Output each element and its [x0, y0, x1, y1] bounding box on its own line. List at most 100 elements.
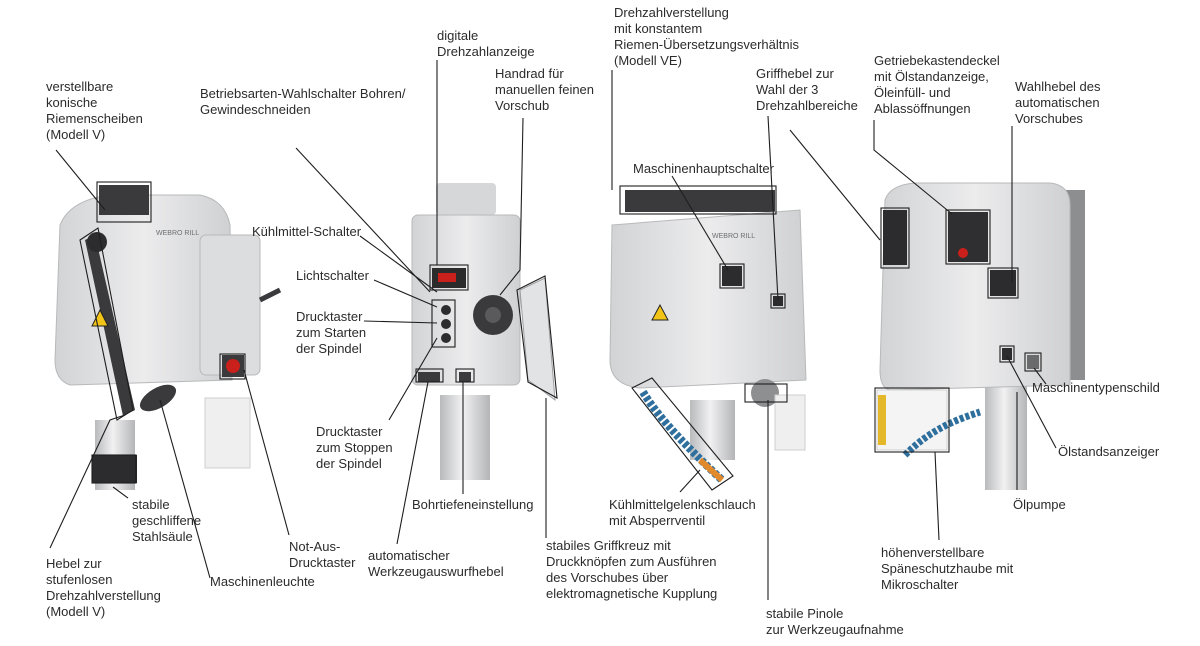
callout-box-getriebekasten — [945, 209, 991, 265]
steel-column-4 — [985, 380, 1027, 490]
label-betriebsarten: Betriebsarten-Wahlschalter Bohren/ Gewin… — [200, 86, 406, 117]
handwheel-2 — [473, 295, 513, 335]
quill-3 — [751, 379, 779, 407]
lever-pivot-1 — [87, 232, 107, 252]
head-housing-4 — [879, 182, 1071, 391]
steel-column-1 — [95, 420, 135, 490]
label-griffkreuz: stabiles Griffkreuz mit Druckknöpfen zum… — [546, 538, 718, 601]
digital-display-digits — [438, 273, 456, 282]
pulley-1 — [99, 185, 149, 215]
label-not-aus: Not-Aus- Drucktaster — [289, 539, 356, 570]
label-maschinenleuchte: Maschinenleuchte — [210, 574, 315, 589]
callout-box-bohrtiefe — [455, 368, 475, 383]
leader-start — [363, 320, 438, 324]
callout-box-hebel — [79, 227, 134, 421]
switch-small-3 — [773, 296, 783, 306]
tool-eject-lever — [418, 372, 440, 382]
callout-box-hauptschalter — [719, 263, 745, 289]
callout-box-griffkreuz — [516, 275, 558, 399]
leader-hauptschalter — [671, 175, 729, 271]
callout-box-drehzahlverstellung-ve — [619, 185, 777, 215]
column-collar-1 — [92, 455, 137, 483]
label-maschinenhauptschalter: Maschinenhauptschalter — [633, 161, 774, 176]
label-digitale-drehzahlanzeige: digitale Drehzahlanzeige — [437, 28, 535, 59]
callout-box-typenschild — [1024, 352, 1042, 372]
label-pinole: stabile Pinole zur Werkzeugaufnahme — [766, 606, 904, 637]
label-handrad: Handrad für manuellen feinen Vorschub — [495, 66, 595, 113]
coolant-hose-4 — [902, 408, 982, 458]
leader-stop — [388, 337, 438, 421]
label-lichtschalter: Lichtschalter — [296, 268, 369, 283]
machine-gearbox — [876, 182, 1085, 490]
leader-griffhebel — [767, 115, 779, 301]
feed-selector-lever — [990, 270, 1016, 296]
digital-display — [432, 268, 466, 288]
gearbox-red-button — [958, 248, 968, 258]
label-drehzahlverstellung-ve: Drehzahlverstellung mit konstantem Rieme… — [614, 5, 799, 68]
speed-lever-1 — [85, 235, 135, 416]
depth-stop — [459, 372, 471, 382]
speed-range-lever — [883, 210, 907, 265]
steel-column-3 — [690, 400, 735, 460]
label-drucktaster-stop: Drucktaster zum Stoppen der Spindel — [316, 424, 393, 471]
label-drucktaster-start: Drucktaster zum Starten der Spindel — [296, 309, 367, 356]
label-stahlsaeule: stabile geschliffene Stahlsäule — [132, 497, 202, 544]
leader-griffhebel-4 — [789, 129, 881, 241]
motor-top-2 — [436, 183, 496, 215]
callout-box-oelstand — [999, 345, 1015, 363]
handwheel-spoke-1 — [258, 287, 282, 303]
callout-box-auswurfhebel — [415, 368, 444, 383]
gearbox-cover-panel — [948, 212, 988, 262]
coolant-hose — [639, 389, 725, 483]
callout-box-buttons — [431, 299, 456, 348]
callout-box-stahlsaeule — [91, 454, 137, 484]
callout-box-wahlhebel — [987, 267, 1019, 299]
label-verstellbare-riemenscheiben: verstellbare konische Riemenscheiben (Mo… — [46, 79, 143, 142]
rear-column-4 — [1045, 190, 1085, 380]
callout-box-drehzahlanzeige — [429, 264, 469, 291]
label-griffhebel: Griffhebel zur Wahl der 3 Drehzahlbereic… — [756, 66, 858, 113]
belt-cover-3 — [625, 190, 775, 212]
callout-box-not-aus — [219, 353, 246, 380]
label-wahlhebel: Wahlhebel des automatischen Vorschubes — [1015, 79, 1101, 126]
leader-hebel — [49, 414, 126, 549]
label-kuehlmittel-schalter: Kühlmittel-Schalter — [252, 224, 362, 239]
chip-guard-1 — [204, 397, 251, 469]
label-maschinentypenschild: Maschinentypenschild — [1032, 380, 1160, 395]
head-housing-3 — [609, 209, 807, 389]
leader-spaeneschutz — [934, 451, 940, 541]
brand-logo-1: WEBRO RILL — [156, 230, 200, 237]
leader-auswurfhebel — [396, 381, 429, 545]
emergency-stop-button-1 — [226, 359, 240, 373]
type-plate — [1027, 355, 1039, 369]
leader-handrad — [499, 117, 524, 296]
callout-box-riemenscheiben — [96, 181, 152, 223]
callout-box-griffhebel-4 — [880, 207, 910, 269]
label-bohrtiefeneinstellung: Bohrtiefeneinstellung — [412, 497, 534, 512]
handwheel-hub-2 — [485, 307, 501, 323]
machine-front — [411, 183, 556, 480]
label-spaeneschutzhaube: höhenverstellbare Späneschutzhaube mit M… — [881, 545, 1014, 592]
chip-guard-edge-4 — [878, 395, 886, 445]
leader-stahlsaeule — [112, 486, 129, 499]
knob-c-2 — [441, 333, 451, 343]
label-werkzeugauswurfhebel: automatischer Werkzeugauswurfhebel — [368, 548, 504, 579]
machine-model-ve — [609, 190, 807, 483]
callout-box-griffhebel — [770, 293, 786, 309]
knob-a-2 — [441, 305, 451, 315]
leader-lichtschalter — [373, 279, 438, 308]
coolant-nozzle — [697, 457, 725, 483]
label-getriebekastendeckel: Getriebekastendeckel mit Ölstandanzeige,… — [874, 53, 1000, 116]
head-housing-2 — [411, 214, 521, 386]
capstan-handle — [519, 277, 556, 402]
leader-oelstand — [1006, 355, 1057, 449]
emergency-stop-housing-1 — [222, 355, 244, 377]
steel-column-2 — [440, 395, 490, 480]
label-kuehlmittelgelenkschlauch: Kühlmittelgelenkschlauch mit Absperrvent… — [609, 497, 756, 528]
warning-sign-3 — [651, 303, 669, 321]
leader-not-aus — [243, 369, 290, 536]
chip-guard-3 — [774, 394, 806, 451]
oil-level-gauge — [1002, 348, 1012, 360]
head-housing-1 — [54, 194, 233, 386]
knob-b-2 — [441, 319, 451, 329]
